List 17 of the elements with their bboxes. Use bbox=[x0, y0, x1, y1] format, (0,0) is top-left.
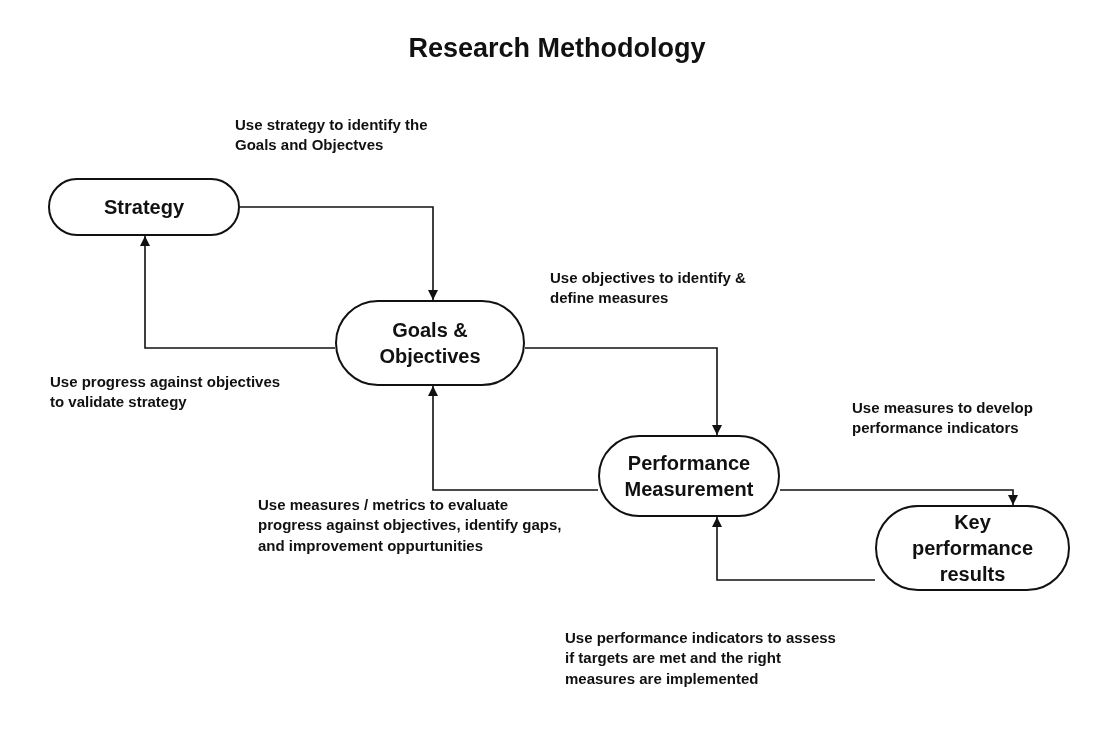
edge-label: Use strategy to identify the Goals and Objectves bbox=[235, 115, 429, 156]
edge-label: Use objectives to identify & define measures bbox=[550, 268, 747, 309]
edge-label: Use performance indicators to assess if targets are met and the right measures are implemented bbox=[565, 628, 837, 689]
edge-label: Use measures to develop performance indicators bbox=[852, 398, 1034, 439]
arrow bbox=[428, 385, 599, 491]
arrow bbox=[239, 206, 438, 301]
process-terminator: Performance Measurement bbox=[598, 435, 780, 517]
edge-label: Use progress against objectives to validate strategy bbox=[50, 372, 282, 413]
process-terminator: Goals & Objectives bbox=[335, 300, 525, 386]
process-terminator: Key performance results bbox=[875, 505, 1070, 591]
process-terminator: Strategy bbox=[48, 178, 240, 236]
edge-label: Use measures / metrics to evaluate progress against objectives, identify gaps, and improvement oppurtunities bbox=[258, 495, 563, 556]
arrow bbox=[712, 516, 876, 581]
diagram-title: Research Methodology bbox=[407, 33, 707, 64]
arrow bbox=[524, 347, 722, 436]
arrow bbox=[779, 489, 1018, 506]
arrow bbox=[140, 235, 336, 349]
